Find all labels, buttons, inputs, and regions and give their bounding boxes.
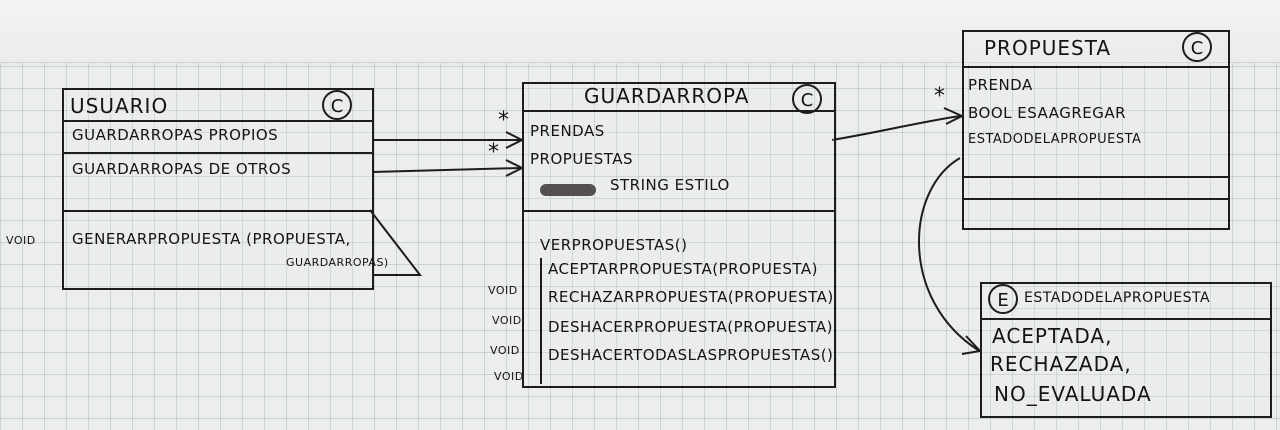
guardarropa-method-2: ACEPTARPROPUESTA(PROPUESTA) bbox=[548, 260, 818, 278]
connector-guardarropas-otros bbox=[371, 167, 521, 173]
propuesta-attr-esaagregar: BOOL ESAAGREGAR bbox=[968, 104, 1127, 122]
guardarropa-return-column bbox=[540, 258, 542, 384]
usuario-method-line1: GENERARPROPUESTA (PROPUESTA, bbox=[72, 230, 351, 248]
guardarropa-class-badge: C bbox=[792, 84, 822, 114]
estado-enum-badge: E bbox=[988, 284, 1018, 314]
guardarropa-title: GUARDARROPA bbox=[584, 84, 750, 108]
guardarropa-method-4: DESHACERPROPUESTA(PROPUESTA) bbox=[548, 318, 834, 336]
scribble-mark bbox=[540, 184, 596, 196]
propuesta-class bbox=[962, 30, 1230, 230]
guardarropa-method-1: VERPROPUESTAS() bbox=[540, 236, 688, 254]
usuario-title: USUARIO bbox=[70, 94, 169, 118]
usuario-class-badge: C bbox=[322, 90, 352, 120]
propuesta-method-divider bbox=[962, 176, 1228, 178]
multiplicity-prenda: * bbox=[934, 84, 945, 109]
estado-value-aceptada: ACEPTADA, bbox=[992, 324, 1113, 348]
multiplicity-propuestas: * bbox=[488, 140, 499, 165]
multiplicity-prendas: * bbox=[498, 108, 509, 133]
propuesta-title-divider bbox=[962, 66, 1228, 68]
usuario-method-divider bbox=[62, 210, 372, 212]
usuario-method-line2: GUARDARROPAS) bbox=[286, 256, 389, 269]
guardarropa-class bbox=[522, 82, 836, 388]
propuesta-title: PROPUESTA bbox=[984, 36, 1112, 60]
guardarropa-method-3: RECHAZARPROPUESTA(PROPUESTA) bbox=[548, 288, 834, 306]
guardarropa-attr-estilo: STRING ESTILO bbox=[610, 176, 730, 194]
estado-enum bbox=[980, 282, 1272, 418]
propuesta-attr-estado: ESTADODELAPROPUESTA bbox=[968, 132, 1142, 147]
estado-title: ESTADODELAPROPUESTA bbox=[1024, 290, 1211, 306]
guardarropa-method-divider bbox=[522, 210, 834, 212]
usuario-method-return: VOID bbox=[6, 234, 36, 247]
usuario-attr-divider bbox=[62, 152, 372, 154]
guardarropa-attr-prendas: PRENDAS bbox=[530, 122, 605, 140]
usuario-attr-2: GUARDARROPAS DE OTROS bbox=[72, 160, 292, 178]
connector-estado bbox=[918, 157, 979, 351]
connector-prendas-propuesta bbox=[831, 115, 961, 141]
usuario-attr-1: GUARDARROPAS PROPIOS bbox=[72, 126, 279, 144]
guardarropa-method-2-return: VOID bbox=[488, 284, 518, 297]
propuesta-bottom-divider bbox=[962, 198, 1228, 200]
propuesta-attr-prenda: PRENDA bbox=[968, 76, 1033, 94]
estado-value-rechazada: RECHAZADA, bbox=[990, 352, 1132, 376]
guardarropa-attr-propuestas: PROPUESTAS bbox=[530, 150, 634, 168]
guardarropa-title-divider bbox=[522, 110, 834, 112]
usuario-title-divider bbox=[62, 120, 372, 122]
guardarropa-method-5-return: VOID bbox=[494, 370, 524, 383]
propuesta-class-badge: C bbox=[1182, 32, 1212, 62]
guardarropa-method-5: DESHACERTODASLASPROPUESTAS() bbox=[548, 346, 834, 364]
estado-title-divider bbox=[980, 318, 1270, 320]
estado-value-no-evaluada: NO_EVALUADA bbox=[994, 382, 1152, 406]
guardarropa-method-3-return: VOID bbox=[492, 314, 522, 327]
guardarropa-method-4-return: VOID bbox=[490, 344, 520, 357]
